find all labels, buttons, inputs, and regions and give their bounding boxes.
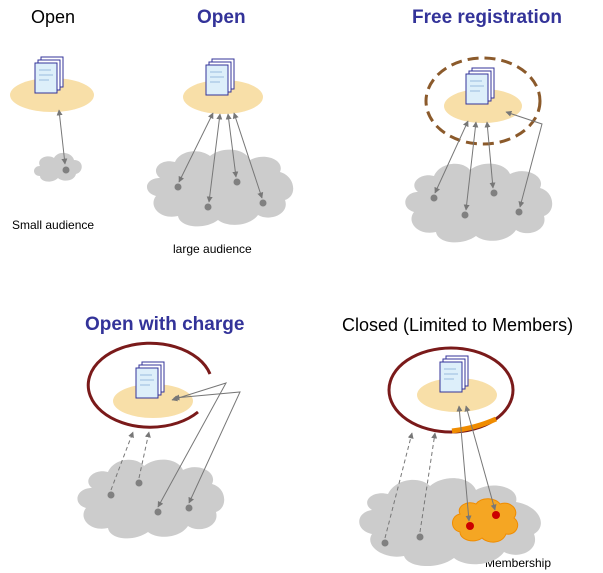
access-arrow [232,112,264,199]
document-stack-icon [34,56,64,94]
panel-closed-members-title: Closed (Limited to Members) [342,315,574,335]
user-node [204,203,212,211]
user-node [154,508,162,516]
user-node [107,491,115,499]
panel-open-small [10,56,94,182]
access-arrow [484,121,496,189]
user-node [233,178,241,186]
document-stack-icon [205,58,235,96]
membership-gate [451,416,498,434]
audience-cloud [77,459,225,539]
panel-free-registration-title: Free registration [412,7,562,28]
panel-open-large-title: Open [197,7,246,28]
user-node [416,533,424,541]
panel-closed-members [359,346,541,567]
blocked-access-arrow [110,431,134,491]
member-node [492,511,500,519]
paywall-ring [86,341,212,429]
user-node [62,166,70,174]
registration-ring [424,56,542,146]
document-stack-icon [465,67,495,105]
blocked-access-arrow [419,432,438,533]
platform-ellipse [10,78,94,112]
user-node [185,504,193,512]
user-node [490,189,498,197]
platform-ellipse [444,89,522,123]
small-audience-caption: Small audience [12,218,95,232]
user-node [174,183,182,191]
user-node [135,479,143,487]
members-ring [387,346,515,434]
membership-caption: Membership [485,556,552,570]
blocked-access-arrow [138,431,151,479]
access-arrow [505,110,543,208]
audience-cloud [34,152,82,182]
access-arrow [463,121,479,211]
platform-ellipse [417,378,497,412]
panel-free-registration [405,56,553,243]
access-arrow [56,109,68,165]
panel-open-with-charge-title: Open with charge [85,314,245,335]
user-node [259,199,267,207]
audience-cloud [405,163,553,243]
user-node [430,194,438,202]
document-stack-icon [439,355,469,393]
user-node [461,211,469,219]
access-arrow [434,120,469,194]
large-audience-caption: large audience [173,242,252,256]
panel-open-large [146,58,294,227]
access-arrow [206,113,223,203]
paid-access-arrow [173,391,241,504]
panel-open-small-title: Open [31,7,76,27]
platform-ellipse [183,80,263,114]
member-node [466,522,474,530]
audience-cloud [146,149,294,227]
panel-open-with-charge [77,341,241,539]
document-stack-icon [135,361,165,399]
user-node [515,208,523,216]
member-access-arrow [464,405,497,511]
user-node [381,539,389,547]
